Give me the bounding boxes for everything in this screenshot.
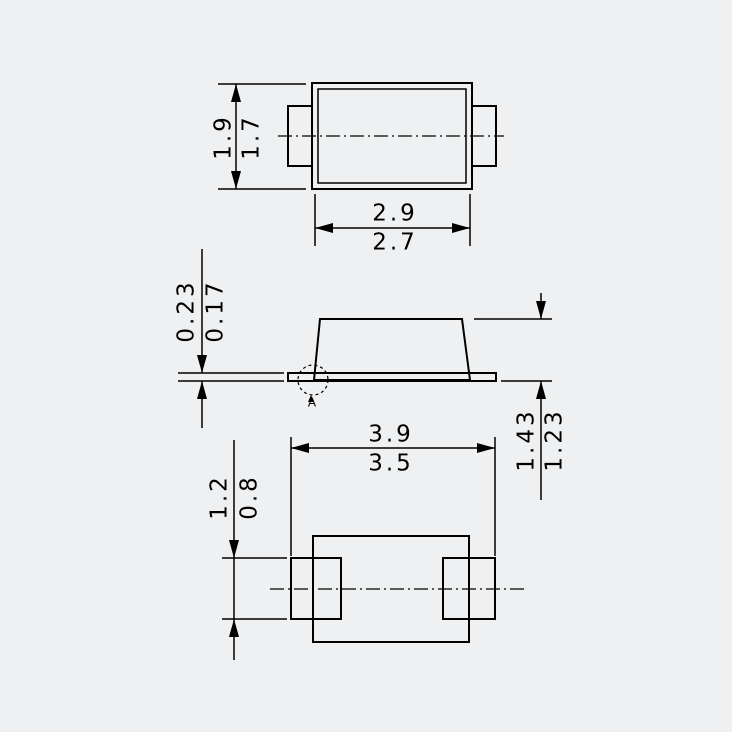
- top-view-height-arrow-bottom: [231, 171, 241, 189]
- side-view-height-min: 1.23: [542, 408, 568, 471]
- bottom-view-pad-arrow-bottom: [229, 619, 239, 637]
- side-view-height-arrow-top: [536, 301, 546, 319]
- detail-a-circle: [297, 364, 329, 396]
- detail-a-pointer: [308, 395, 314, 402]
- top-view-width-arrow-right: [452, 223, 470, 233]
- side-view-lead-thickness-max: 0.23: [174, 279, 200, 342]
- side-view-height-max: 1.43: [514, 408, 540, 471]
- detail-a-label: A: [308, 396, 317, 410]
- top-view-height-min: 1.7: [239, 114, 265, 160]
- top-view-width-max: 2.9: [372, 201, 418, 227]
- side-view: 0.23 0.17 A 1.43 1.23: [174, 249, 568, 500]
- top-view-height-arrow-top: [231, 84, 241, 102]
- bottom-view-length-max: 3.9: [368, 422, 414, 448]
- bottom-view-pad-width-min: 0.8: [237, 474, 263, 520]
- top-view: 1.9 1.7 2.9 2.7: [211, 82, 504, 256]
- bottom-view-pad-left: [290, 557, 342, 620]
- top-view-width-arrow-left: [315, 223, 333, 233]
- side-view-lead-arrow-bottom: [197, 381, 207, 399]
- side-view-body: [312, 318, 472, 381]
- bottom-view-pad-arrow-top: [229, 540, 239, 558]
- bottom-view-length-arrow-right: [477, 443, 495, 453]
- bottom-view-length-min: 3.5: [368, 451, 414, 477]
- side-view-lead-arrow-top: [197, 355, 207, 373]
- side-view-lead-thickness-min: 0.17: [203, 279, 229, 342]
- bottom-view: 3.9 3.5 1.2 0.8: [207, 422, 524, 660]
- bottom-view-length-arrow-left: [291, 443, 309, 453]
- bottom-view-pad-width-max: 1.2: [207, 474, 233, 520]
- top-view-width-min: 2.7: [372, 230, 418, 256]
- side-view-lead: [287, 372, 497, 382]
- top-view-height-max: 1.9: [211, 114, 237, 160]
- side-view-height-arrow-bottom: [536, 381, 546, 399]
